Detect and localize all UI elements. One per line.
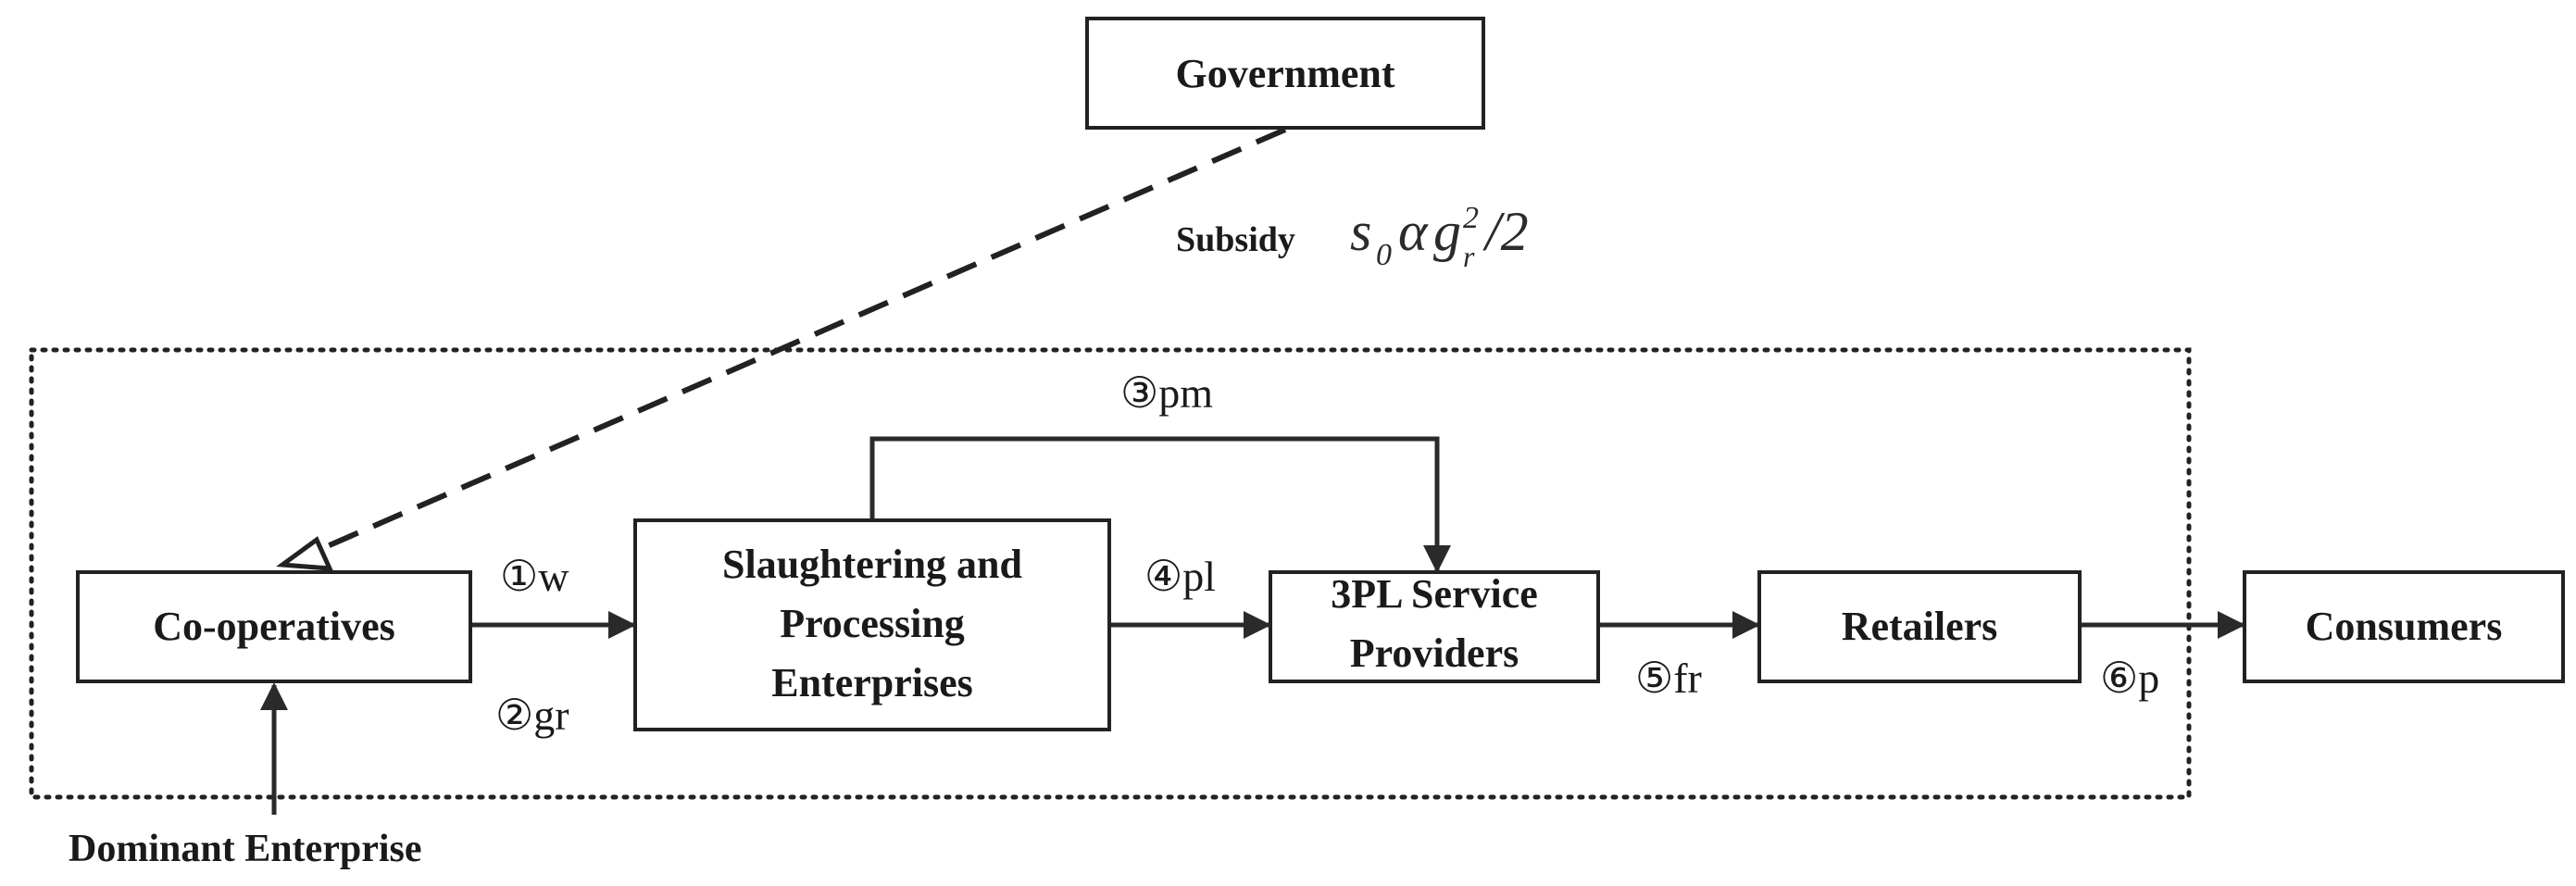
arrow-slaughtering-to-threepl-top xyxy=(869,436,1451,573)
formula-s-subscript: 0 xyxy=(1376,238,1392,272)
formula-s: s xyxy=(1350,201,1371,262)
flow-label-gr: ②gr xyxy=(495,692,569,739)
flow-label-pl: ④pl xyxy=(1144,553,1216,600)
formula-g: g xyxy=(1433,201,1461,262)
slaughtering-node-label-line3: Enterprises xyxy=(771,660,973,705)
subsidy-arrow-line xyxy=(308,127,1287,556)
dominant-enterprise-label: Dominant Enterprise xyxy=(69,828,422,870)
formula-tail: /2 xyxy=(1482,201,1529,262)
formula-g-superscript: 2 xyxy=(1463,201,1479,235)
government-node-box xyxy=(1085,17,1485,130)
formula-alpha: α xyxy=(1398,201,1429,262)
retailers-node-box xyxy=(1757,570,2082,683)
subsidy-arrow-head xyxy=(276,536,334,571)
flow-label-w: ①w xyxy=(500,553,569,600)
threepl-node-label-line1: 3PL Service xyxy=(1331,571,1538,617)
subsidy-formula: s 0 α g 2 r /2 xyxy=(1350,201,1529,273)
formula-g-subscript: r xyxy=(1463,240,1475,273)
flow-label-fr: ⑤fr xyxy=(1635,655,1702,702)
slaughtering-node-label-line1: Slaughtering and xyxy=(722,542,1022,587)
threepl-node-label-line2: Providers xyxy=(1350,630,1519,676)
cooperatives-node-box xyxy=(76,570,472,683)
flow-label-pm: ③pm xyxy=(1120,369,1213,417)
consumers-node-label: Consumers xyxy=(2306,604,2503,649)
government-node-label: Government xyxy=(1175,51,1394,96)
supply-chain-boundary xyxy=(29,347,2192,800)
flow-label-p: ⑥p xyxy=(2100,655,2159,702)
retailers-node-label: Retailers xyxy=(1842,604,1998,649)
cooperatives-node-label: Co-operatives xyxy=(153,604,395,649)
slaughtering-node-label-line2: Processing xyxy=(780,601,965,646)
consumers-node-box xyxy=(2243,570,2565,683)
subsidy-label: Subsidy xyxy=(1176,220,1295,259)
